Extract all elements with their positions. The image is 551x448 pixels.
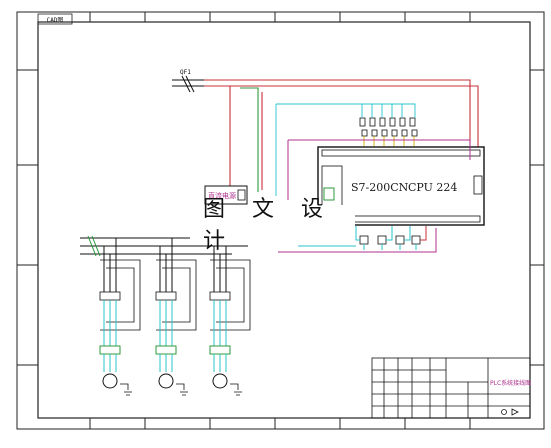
plc-model: S7-200CN bbox=[351, 181, 409, 194]
watermark: 图 文 设 计 bbox=[203, 197, 355, 254]
dc-power-module: 直流电源 bbox=[204, 185, 248, 205]
sheet-frame-outer bbox=[16, 11, 545, 430]
breaker-qf1: QF1 bbox=[172, 69, 204, 93]
dc-power-label: 直流电源 bbox=[208, 191, 236, 200]
breaker-label: QF1 bbox=[180, 69, 191, 76]
title-block-projection-symbol bbox=[501, 408, 519, 416]
motor-branch-2 bbox=[155, 238, 197, 396]
input-switches bbox=[359, 117, 418, 137]
plc-magenta-wires bbox=[278, 139, 471, 253]
bus-breaker bbox=[87, 235, 101, 257]
title-block bbox=[371, 357, 531, 419]
border-ticks bbox=[17, 12, 544, 429]
plc-unit: S7-200CN CPU 224 bbox=[317, 146, 485, 226]
corner-tag: CAD图 bbox=[37, 13, 73, 25]
output-wires bbox=[298, 226, 427, 250]
motor-branch-1 bbox=[99, 238, 141, 396]
plc-cpu: CPU 224 bbox=[408, 181, 457, 194]
input-switch-wires bbox=[275, 103, 416, 196]
corner-tag-text: CAD图 bbox=[47, 17, 64, 24]
sheet-frame-inner bbox=[37, 21, 531, 419]
supply-wires bbox=[204, 79, 479, 192]
motor-branch-3 bbox=[209, 246, 251, 396]
title-block-drawing-name: PLC系统接线图 bbox=[490, 379, 531, 387]
